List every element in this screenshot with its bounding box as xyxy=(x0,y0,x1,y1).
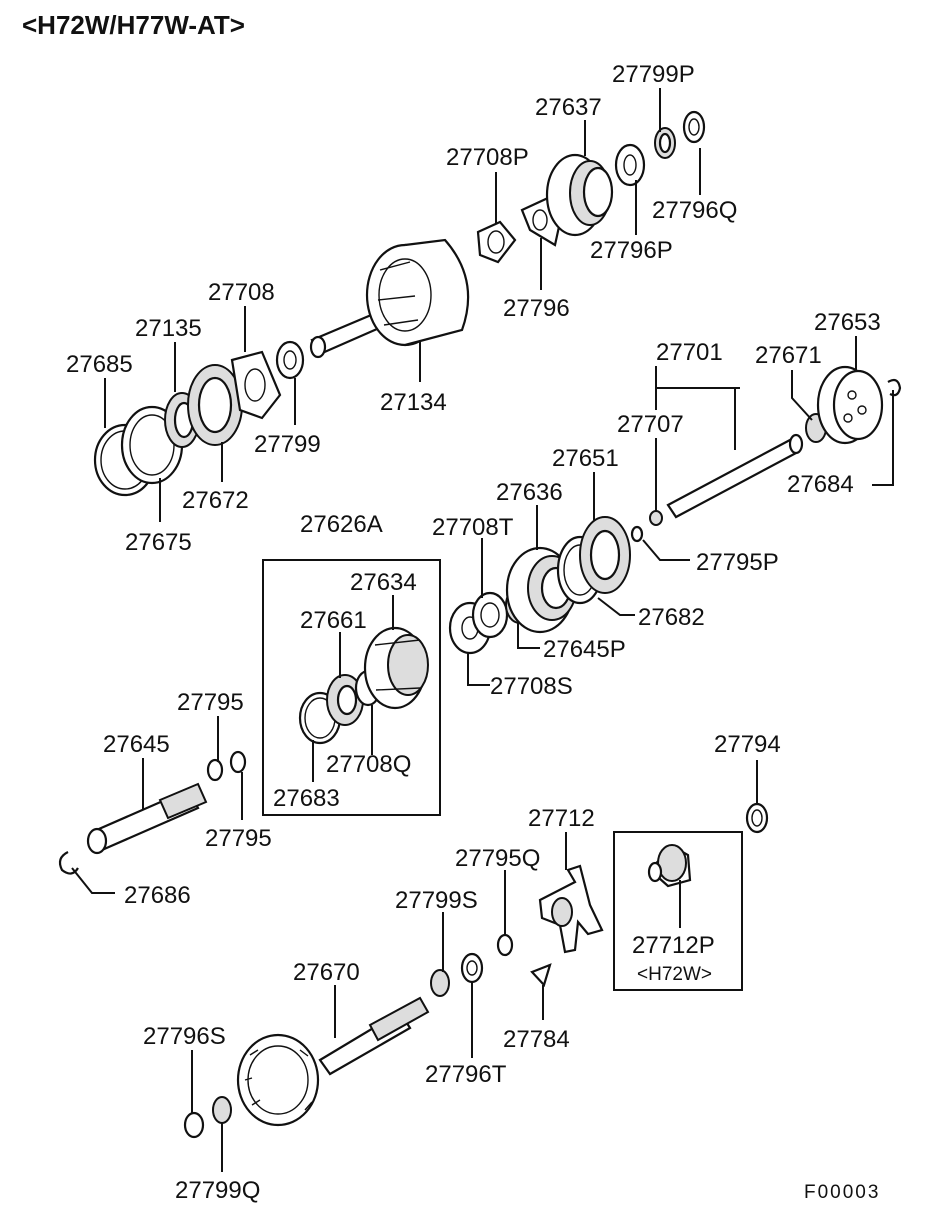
label-27661: 27661 xyxy=(300,607,367,634)
label-27708Q: 27708Q xyxy=(326,751,411,778)
part-27796T-washer xyxy=(460,952,484,984)
label-27799: 27799 xyxy=(254,431,321,458)
part-27651-gear xyxy=(579,516,631,594)
part-27637-gear xyxy=(545,153,614,237)
diagram-title: <H72W/H77W-AT> xyxy=(22,10,245,40)
label-27708P: 27708P xyxy=(446,144,529,171)
part-27796S-washer xyxy=(183,1111,205,1139)
label-27784: 27784 xyxy=(503,1026,570,1053)
label-27686: 27686 xyxy=(124,882,191,909)
part-27799P-ring xyxy=(654,127,676,159)
label-27708T: 27708T xyxy=(432,514,514,541)
part-27799-washer xyxy=(275,340,305,380)
label-27134: 27134 xyxy=(380,389,447,416)
part-27645-shaft xyxy=(86,782,208,855)
label-27634: 27634 xyxy=(350,569,417,596)
part-27796P-washer xyxy=(614,143,646,187)
part-27712-fork xyxy=(538,864,604,954)
label-27796Q: 27796Q xyxy=(652,197,737,224)
label-27795P: 27795P xyxy=(696,549,779,576)
part-27784-key xyxy=(530,963,552,988)
label-27799Q: 27799Q xyxy=(175,1177,260,1204)
label-27685: 27685 xyxy=(66,351,133,378)
part-27796Q-washer xyxy=(682,110,706,144)
part-27686-clip xyxy=(58,851,79,875)
label-27796S: 27796S xyxy=(143,1023,226,1050)
label-27671: 27671 xyxy=(755,342,822,369)
part-27712P-gear xyxy=(647,844,692,888)
label-27712P: 27712P xyxy=(632,932,715,959)
label-27682: 27682 xyxy=(638,604,705,631)
label-27794: 27794 xyxy=(714,731,781,758)
label-27799S: 27799S xyxy=(395,887,478,914)
part-27795-clip-b xyxy=(229,750,247,774)
part-27795Q-clip xyxy=(496,933,514,957)
part-27134-assembly xyxy=(309,238,470,359)
label-27796P: 27796P xyxy=(590,237,673,264)
label-27651: 27651 xyxy=(552,445,619,472)
label-27636: 27636 xyxy=(496,479,563,506)
subassembly-27712P-box xyxy=(613,831,743,991)
label-27795-lower: 27795 xyxy=(205,825,272,852)
label-27626A: 27626A xyxy=(300,511,383,538)
label-27670: 27670 xyxy=(293,959,360,986)
part-27708T-washer xyxy=(471,591,509,639)
part-27708-plate xyxy=(230,350,282,420)
part-27795P-clip xyxy=(630,525,644,543)
label-27653: 27653 xyxy=(814,309,881,336)
part-27684-clip xyxy=(887,378,902,397)
label-27796T: 27796T xyxy=(425,1061,507,1088)
label-27675: 27675 xyxy=(125,529,192,556)
label-27708: 27708 xyxy=(208,279,275,306)
label-h72w-note: <H72W> xyxy=(637,964,712,985)
label-27795-upper: 27795 xyxy=(177,689,244,716)
figure-code: F00003 xyxy=(804,1182,880,1203)
part-27708P-plate xyxy=(476,220,517,264)
label-27672: 27672 xyxy=(182,487,249,514)
label-27684: 27684 xyxy=(787,471,854,498)
label-27645P: 27645P xyxy=(543,636,626,663)
label-27637: 27637 xyxy=(535,94,602,121)
label-27707: 27707 xyxy=(617,411,684,438)
leader-lines xyxy=(71,88,894,1172)
label-27799P: 27799P xyxy=(612,61,695,88)
subassembly-27626A-box xyxy=(262,559,441,816)
part-27799Q-ring xyxy=(212,1096,232,1124)
label-27795Q: 27795Q xyxy=(455,845,540,872)
label-27708S: 27708S xyxy=(490,673,573,700)
label-27135: 27135 xyxy=(135,315,202,342)
part-27634-carrier xyxy=(363,626,429,710)
part-27794-bushing xyxy=(745,802,769,834)
label-27645: 27645 xyxy=(103,731,170,758)
part-27707-ball xyxy=(649,510,663,526)
part-27701-shaft xyxy=(666,433,804,519)
part-27799S-ring xyxy=(430,969,450,997)
label-27796: 27796 xyxy=(503,295,570,322)
label-27701: 27701 xyxy=(656,339,723,366)
part-27670-drum-shaft xyxy=(236,996,430,1127)
part-27653-carrier xyxy=(816,365,884,445)
label-27683: 27683 xyxy=(273,785,340,812)
label-27712: 27712 xyxy=(528,805,595,832)
part-27795-clip-a xyxy=(206,758,224,782)
